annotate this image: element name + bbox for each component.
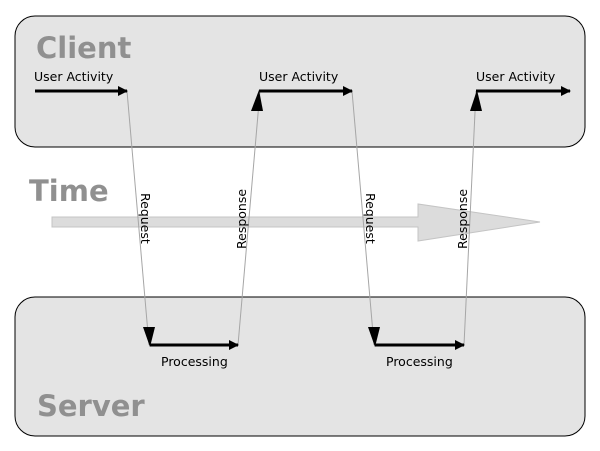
user-activity-label-2: User Activity [259, 69, 339, 84]
response-line-1 [237, 90, 261, 346]
request-arrowhead-2 [368, 327, 380, 347]
request-label-1: Request [138, 193, 153, 244]
time-title: Time [29, 174, 109, 208]
client-panel [14, 15, 586, 148]
request-line-1 [126, 90, 150, 346]
request-label-2: Request [363, 193, 378, 244]
request-arrowhead-1 [143, 327, 155, 347]
user-activity-label-1: User Activity [34, 69, 114, 84]
user-activity-label-3: User Activity [476, 69, 556, 84]
response-label-2: Response [455, 189, 470, 249]
processing-label-2: Processing [386, 354, 453, 369]
server-panel [14, 296, 586, 437]
server-title: Server [37, 389, 145, 423]
response-label-1: Response [234, 189, 249, 249]
client-title: Client [36, 31, 131, 65]
request-line-2 [351, 90, 375, 346]
response-line-2 [463, 90, 477, 346]
processing-label-1: Processing [161, 354, 228, 369]
response-arrowhead-2 [470, 90, 482, 111]
time-arrow [51, 203, 541, 242]
response-arrowhead-1 [251, 90, 263, 111]
